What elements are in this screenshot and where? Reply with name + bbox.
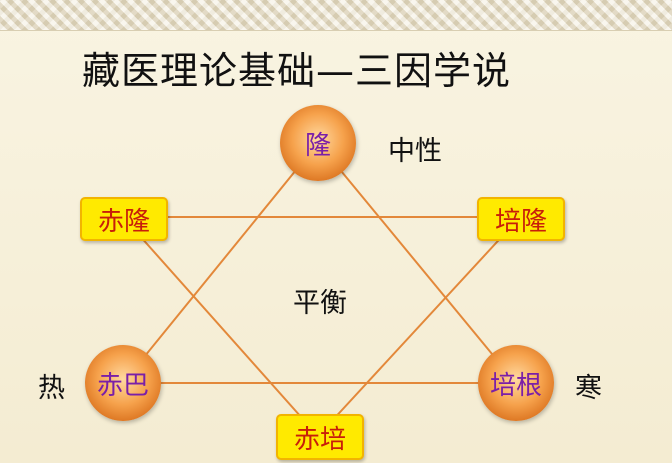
line-upper-left-to-bottom — [122, 216, 319, 437]
box-chilong: 赤隆 — [80, 197, 168, 241]
line-top-to-right — [317, 142, 517, 384]
box-chipei-label: 赤培 — [293, 424, 346, 455]
box-peilong-label: 培隆 — [494, 206, 547, 237]
diagram-title: 藏医理论基础—三因学说 — [82, 49, 512, 93]
circle-long: 隆 — [280, 105, 356, 181]
circle-chiba-label: 赤巴 — [96, 370, 149, 401]
box-peilong: 培隆 — [477, 197, 565, 241]
line-top-to-left — [122, 142, 319, 384]
label-hot: 热 — [38, 373, 65, 404]
label-neutral: 中性 — [388, 136, 442, 167]
line-upper-right-to-bottom — [317, 216, 521, 437]
circle-peigen: 培根 — [478, 345, 554, 421]
circle-long-label: 隆 — [304, 130, 331, 161]
circle-chiba: 赤巴 — [85, 345, 161, 421]
circle-peigen-label: 培根 — [489, 370, 542, 401]
center-label: 平衡 — [293, 288, 347, 319]
box-chilong-label: 赤隆 — [97, 206, 150, 237]
decorative-border — [0, 0, 672, 31]
label-cold: 寒 — [575, 373, 602, 404]
box-chipei: 赤培 — [276, 414, 364, 460]
